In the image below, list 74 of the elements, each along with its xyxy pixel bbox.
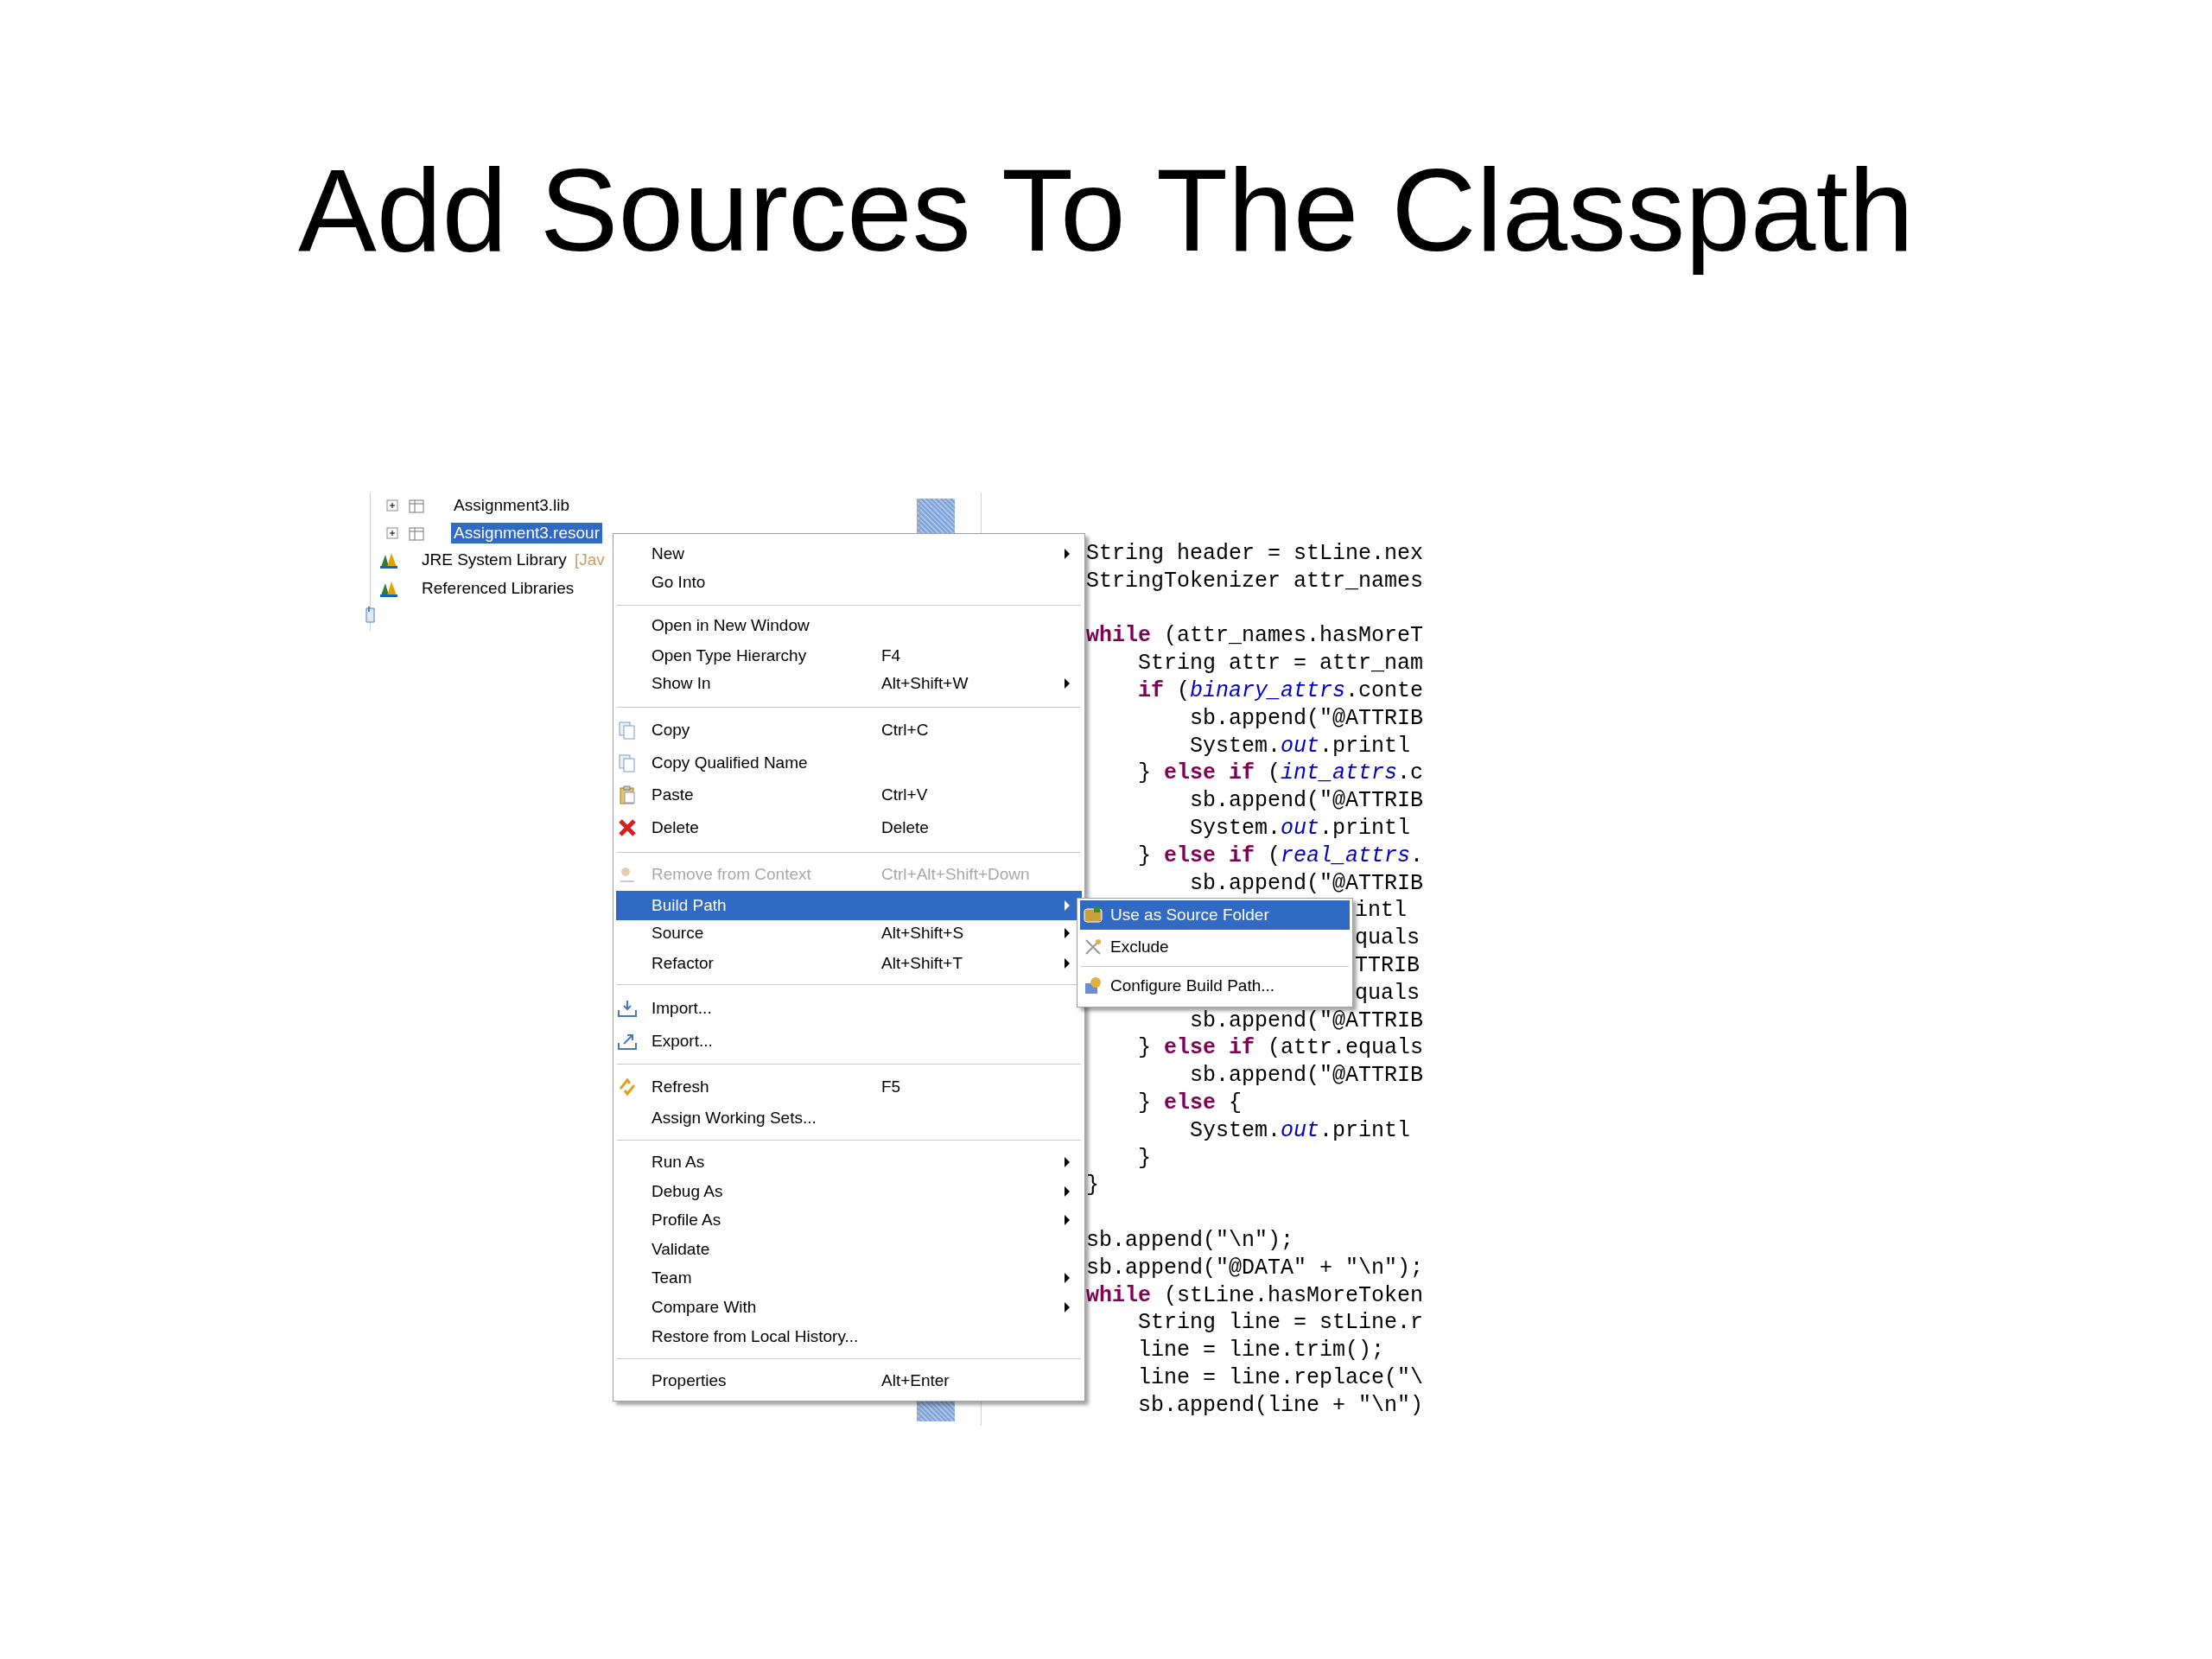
menu-item: Validate [652, 1240, 710, 1259]
tree-item: Assignment3.lib [453, 495, 571, 516]
slide-title: Add Sources To The Classpath [297, 143, 1915, 277]
menu-item: Debug As [652, 1182, 723, 1201]
menu-item: Profile As [652, 1211, 721, 1230]
menu-item: Import... [652, 999, 712, 1018]
menu-item: Show In [652, 674, 711, 693]
menu-item: Paste [652, 785, 694, 804]
code-line: line = line.trim(); [1138, 1337, 1385, 1363]
code-line: } else if (attr.equals [1138, 1034, 1424, 1060]
code-line: System.out.printl [1190, 733, 1411, 759]
keyboard-shortcut: Alt+Shift+T [881, 954, 963, 973]
menu-item: Go Into [652, 573, 706, 592]
code-line: sb.append("@ATTRIB [1190, 1062, 1424, 1088]
keyboard-shortcut: Alt+Enter [881, 1371, 950, 1390]
code-line: sb.append("@DATA" + "\n"); [1086, 1255, 1424, 1281]
tree-item-decoration: [Jav [574, 550, 606, 570]
code-line: System.out.printl [1190, 1117, 1411, 1143]
keyboard-shortcut: F5 [881, 1077, 901, 1096]
code-line: } else if (real_attrs. [1138, 842, 1424, 868]
menu-item: Restore from Local History... [652, 1327, 859, 1346]
menu-item: Refresh [652, 1077, 709, 1096]
menu-item: Run As [652, 1153, 705, 1172]
menu-item: Open Type Hierarchy [652, 646, 807, 665]
menu-item: Exclude [1110, 938, 1169, 957]
code-line: } else if (int_attrs.c [1138, 760, 1424, 785]
code-line: sb.append(line + "\n") [1138, 1392, 1424, 1418]
code-line: } else { [1138, 1090, 1243, 1116]
selected-tree-item: Assignment3.resour [451, 523, 602, 543]
code-line: while (stLine.hasMoreToken [1086, 1282, 1424, 1308]
code-line: sb.append("@ATTRIB [1190, 705, 1424, 731]
menu-item: Properties [652, 1371, 727, 1390]
menu-item: Compare With [652, 1298, 757, 1317]
keyboard-shortcut: Alt+Shift+S [881, 924, 964, 943]
menu-item: New [652, 544, 684, 563]
menu-item: Export... [652, 1032, 713, 1051]
code-line: String line = stLine.r [1138, 1309, 1424, 1335]
code-line: sb.append("@ATTRIB [1190, 870, 1424, 896]
menu-item: Remove from Context [652, 865, 811, 884]
menu-item: Open in New Window [652, 616, 810, 635]
menu-item: Configure Build Path... [1110, 976, 1275, 995]
code-line: sb.append("@ATTRIB [1190, 787, 1424, 813]
code-line: if (binary_attrs.conte [1138, 677, 1424, 703]
keyboard-shortcut: Ctrl+C [881, 721, 929, 740]
code-line: quals [1355, 925, 1420, 950]
keyboard-shortcut: Ctrl+V [881, 785, 928, 804]
code-line: TTRIB [1355, 952, 1420, 978]
code-line: String header = stLine.nex [1086, 540, 1424, 566]
keyboard-shortcut: F4 [881, 646, 901, 665]
menu-item: Use as Source Folder [1110, 906, 1269, 925]
tree-item: JRE System Library [421, 550, 568, 570]
code-line: sb.append("@ATTRIB [1190, 1007, 1424, 1033]
menu-item: Delete [652, 818, 699, 837]
menu-item: Assign Working Sets... [652, 1109, 817, 1128]
menu-item: Source [652, 924, 704, 943]
code-line: quals [1355, 980, 1420, 1006]
code-line: sb.append("\n"); [1086, 1227, 1294, 1253]
tree-item: Referenced Libraries [421, 578, 575, 599]
code-line: while (attr_names.hasMoreT [1086, 622, 1424, 648]
keyboard-shortcut: Ctrl+Alt+Shift+Down [881, 865, 1030, 884]
code-line: line = line.replace("\ [1138, 1364, 1424, 1390]
keyboard-shortcut: Alt+Shift+W [881, 674, 969, 693]
code-line: } [1138, 1145, 1151, 1171]
code-line: System.out.printl [1190, 815, 1411, 841]
code-line: intl [1355, 897, 1407, 923]
menu-item: Team [652, 1268, 692, 1287]
menu-item: Copy [652, 721, 690, 740]
code-line: StringTokenizer attr_names [1086, 568, 1424, 594]
menu-item: Refactor [652, 954, 714, 973]
keyboard-shortcut: Delete [881, 818, 929, 837]
menu-item: Build Path [652, 896, 727, 915]
menu-item: Copy Qualified Name [652, 753, 808, 772]
code-line: } [1086, 1172, 1099, 1198]
code-line: String attr = attr_nam [1138, 650, 1424, 676]
